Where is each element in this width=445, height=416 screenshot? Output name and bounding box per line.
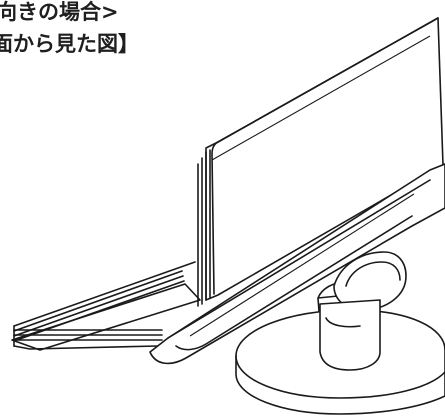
display-panel: [197, 17, 444, 307]
caption-line-1: 向きの場合>: [0, 0, 119, 24]
stand-base: [235, 299, 445, 415]
support-arm: [149, 163, 445, 365]
caption-line-2: 面から見た図】: [0, 32, 139, 56]
device-base-layers: [11, 261, 201, 351]
